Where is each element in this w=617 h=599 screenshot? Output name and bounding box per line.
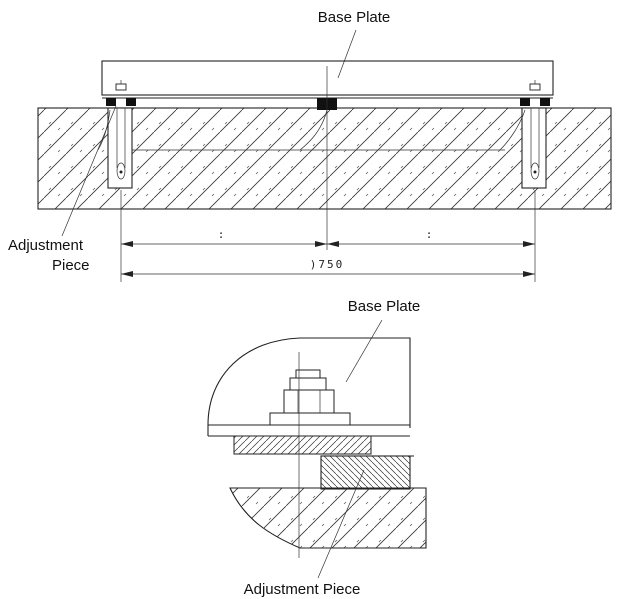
dim-right-value: : — [426, 228, 433, 241]
adjustment-piece-leader-detail — [317, 469, 365, 579]
detail-concrete — [229, 487, 427, 549]
base-plate-leader-top — [337, 29, 357, 79]
dim-left-value: : — [218, 228, 225, 241]
dim-total-value: )750 — [310, 258, 345, 271]
detail-base-plate — [207, 337, 411, 428]
adjustment-piece-label-detail: Adjustment Piece — [244, 581, 361, 598]
concrete-slab — [37, 107, 612, 210]
nut — [283, 369, 335, 414]
detail-adjustment-piece — [320, 455, 411, 490]
detail-view: Base Plate Adjustment Piece — [207, 298, 427, 598]
base-plate-label-detail: Base Plate — [348, 298, 421, 315]
adjustment-piece-label-left-line2: Piece — [52, 257, 90, 274]
base-plate — [101, 60, 554, 96]
detail-shim — [233, 435, 372, 455]
left-anchor-pocket — [107, 107, 133, 189]
adjustment-piece-leader-left — [61, 105, 117, 237]
dimension-row-2: )750 — [121, 258, 535, 277]
washer — [269, 412, 351, 426]
right-bolt — [520, 80, 550, 106]
base-plate-label-top: Base Plate — [318, 9, 391, 26]
top-view: Base Plate — [8, 9, 612, 282]
adjustment-piece-label-left-line1: Adjustment — [8, 237, 84, 254]
dimension-row-1: : : — [121, 228, 535, 247]
left-bolt — [106, 80, 136, 106]
base-plate-leader-detail — [345, 319, 383, 383]
right-anchor-pocket — [521, 107, 547, 189]
